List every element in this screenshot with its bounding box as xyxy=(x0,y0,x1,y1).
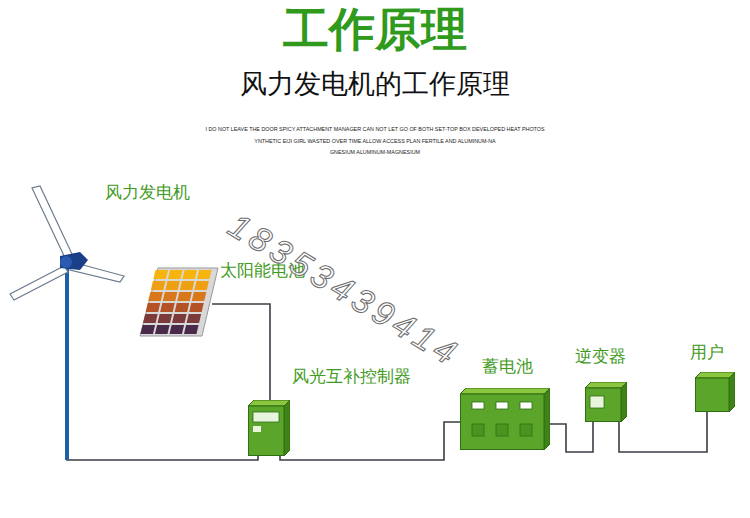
battery-cell xyxy=(520,424,532,436)
solar-cell xyxy=(153,270,168,279)
device-box-shape xyxy=(248,400,290,456)
solar-cell xyxy=(168,270,183,279)
box-front-face xyxy=(249,406,285,456)
device-box xyxy=(248,400,290,456)
solar-cell xyxy=(146,303,161,312)
device-label: 用户 xyxy=(690,342,724,362)
solar-cell xyxy=(194,281,209,290)
wire-connector xyxy=(212,304,270,400)
turbine-pole xyxy=(65,262,69,460)
device-label: 蓄电池 xyxy=(482,356,533,376)
solar-cell xyxy=(140,325,155,334)
device-node: 风光互补控制器 xyxy=(246,366,436,458)
box-side-face xyxy=(284,400,290,456)
device-box xyxy=(585,382,627,422)
device-box-shape xyxy=(585,382,627,422)
box-front-face xyxy=(586,388,622,422)
device-node: 逆变器 xyxy=(575,346,635,424)
solar-cell xyxy=(163,292,178,301)
solar-cell xyxy=(184,325,199,334)
device-box-shape xyxy=(695,372,735,412)
device-box-shape xyxy=(460,388,550,450)
caption-line: YNTHETIC EIJI GIRL WASTED OVER TIME ALLO… xyxy=(0,139,750,144)
solar-cell xyxy=(192,292,207,301)
battery-terminal xyxy=(496,402,508,409)
controller-display xyxy=(253,412,279,422)
box-top-face xyxy=(585,382,627,388)
device-node: 蓄电池 xyxy=(460,356,552,452)
turbine-blade xyxy=(32,186,72,260)
controller-button xyxy=(253,426,261,432)
box-top-face xyxy=(460,388,550,394)
box-top-face xyxy=(248,400,290,406)
solar-frame xyxy=(140,268,218,336)
solar-cell xyxy=(182,270,197,279)
solar-cell xyxy=(175,303,190,312)
device-label: 逆变器 xyxy=(575,346,626,366)
box-side-face xyxy=(544,388,550,450)
solar-cell xyxy=(151,281,166,290)
wire-connector xyxy=(280,422,460,460)
device-box xyxy=(460,388,550,450)
solar-panel-illustration xyxy=(138,258,222,340)
inverter-display xyxy=(590,396,604,408)
battery-cell xyxy=(496,424,508,436)
subtitle-text: 风力发电机的工作原理 xyxy=(0,68,750,100)
watermark-text: 18353439414 xyxy=(223,207,466,372)
box-side-face xyxy=(621,382,627,422)
wire-connector xyxy=(67,266,258,460)
wire-connector xyxy=(619,412,707,452)
device-box xyxy=(695,372,735,412)
box-side-face xyxy=(729,372,735,412)
solar-cell xyxy=(143,314,158,323)
solar-cell xyxy=(187,314,202,323)
box-front-face xyxy=(461,394,545,450)
battery-terminal xyxy=(520,402,532,409)
solar-cell xyxy=(165,281,180,290)
box-front-face xyxy=(696,378,730,412)
solar-cell xyxy=(197,270,212,279)
device-node: 用户 xyxy=(690,342,740,414)
turbine-blade xyxy=(10,266,68,300)
solar-cell xyxy=(189,303,204,312)
solar-cell xyxy=(169,325,184,334)
title-text: 工作原理 xyxy=(0,2,750,57)
device-label: 风光互补控制器 xyxy=(292,366,411,386)
solar-cell xyxy=(160,303,175,312)
solar-cell xyxy=(177,292,192,301)
caption-line: GNESIUM ALUMINUM-MAGNESIUM xyxy=(0,150,750,155)
solar-cell xyxy=(172,314,187,323)
turbine-hub xyxy=(60,256,72,268)
solar-cell xyxy=(148,292,163,301)
solar-cell xyxy=(155,325,170,334)
caption-line: I DO NOT LEAVE THE DOOR SPICY ATTACHMENT… xyxy=(0,127,750,132)
device-label: 风力发电机 xyxy=(105,182,190,202)
wire-connector xyxy=(550,422,593,452)
battery-cell xyxy=(472,424,484,436)
solar-cell xyxy=(180,281,195,290)
turbine-nacelle xyxy=(60,252,88,270)
battery-terminal xyxy=(472,402,484,409)
box-top-face xyxy=(695,372,735,378)
solar-cell xyxy=(158,314,173,323)
